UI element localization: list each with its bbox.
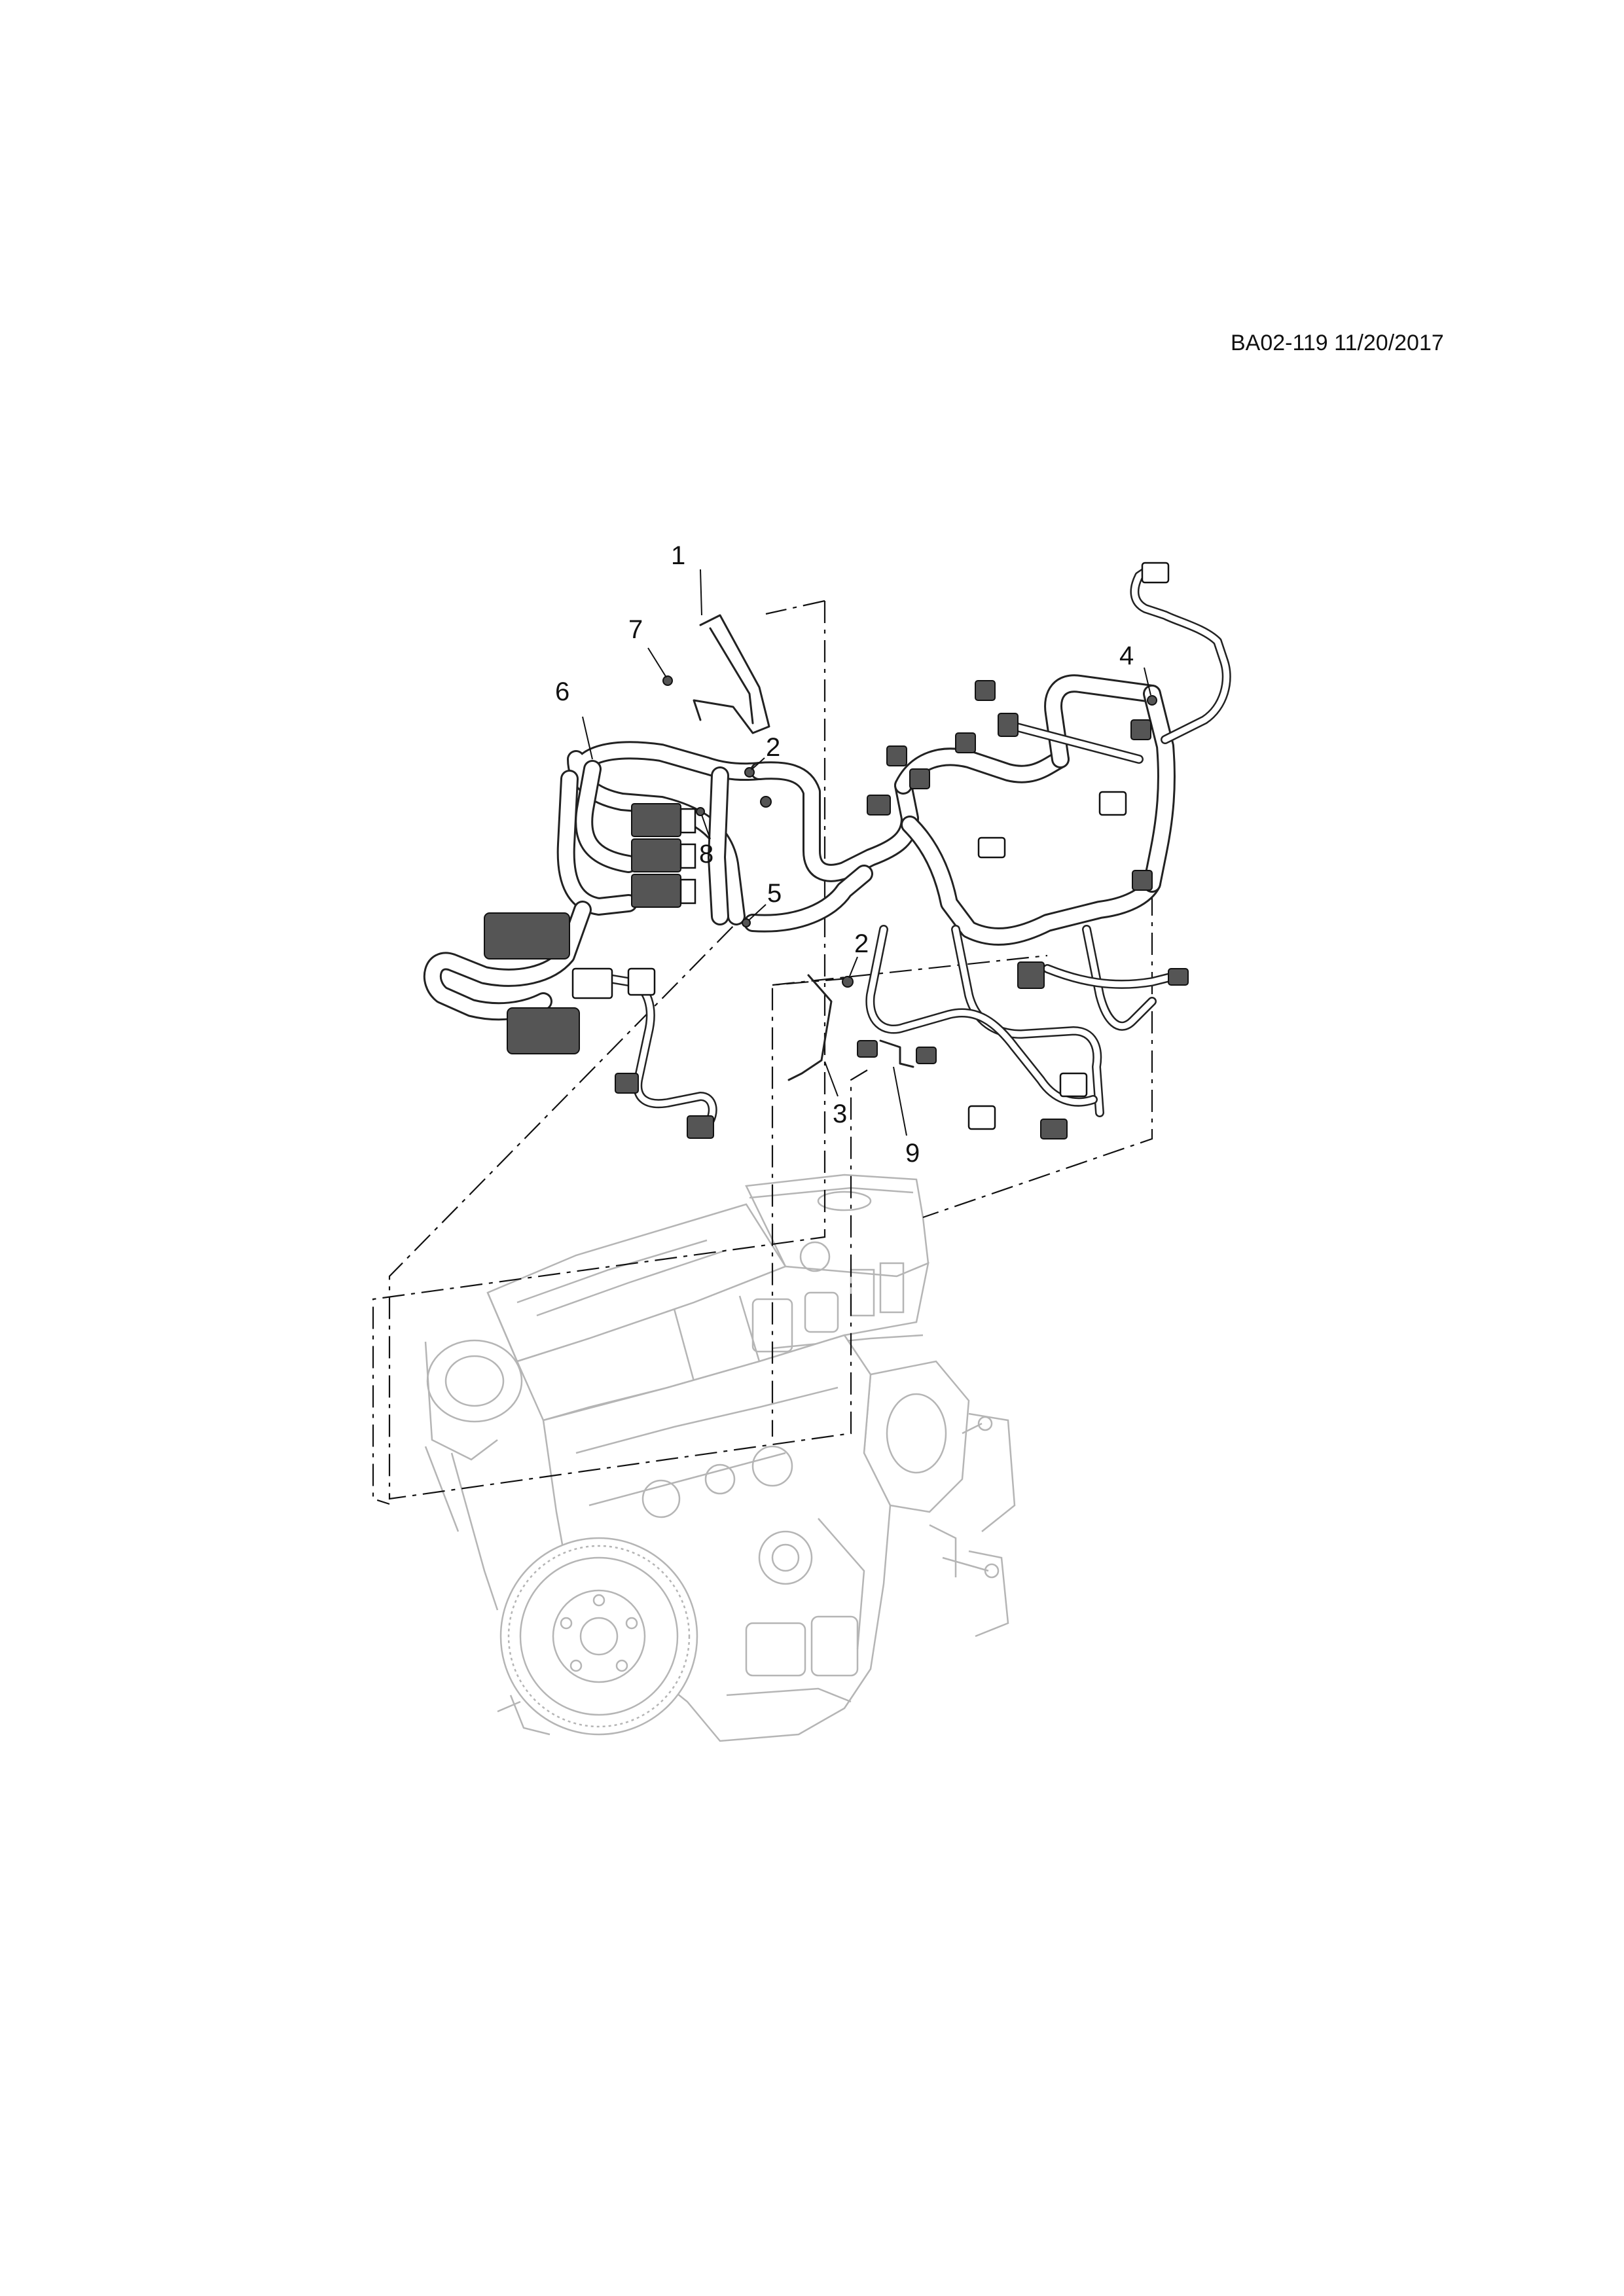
callout-5: 5 (767, 879, 782, 908)
callout-6: 6 (555, 677, 569, 706)
callout-8: 8 (699, 840, 713, 869)
harness-connectors (484, 562, 1189, 1139)
callout-2-lower: 2 (854, 929, 869, 958)
callout-leader-lines (582, 569, 1151, 1136)
diagram-code-label: BA02-119 11/20/2017 (1231, 331, 1444, 355)
callout-7: 7 (628, 615, 643, 644)
callout-1: 1 (671, 541, 685, 570)
callout-numbers: 1 7 6 2 8 5 4 2 3 9 (555, 541, 1134, 1168)
callout-2-upper: 2 (766, 733, 780, 762)
engine-wiring-harness (423, 565, 1231, 1130)
assembly-guide-lines (372, 600, 1153, 1505)
callout-3: 3 (833, 1100, 847, 1128)
engine-illustration (424, 1174, 1016, 1742)
callout-4: 4 (1119, 641, 1134, 670)
callout-9: 9 (905, 1139, 920, 1168)
